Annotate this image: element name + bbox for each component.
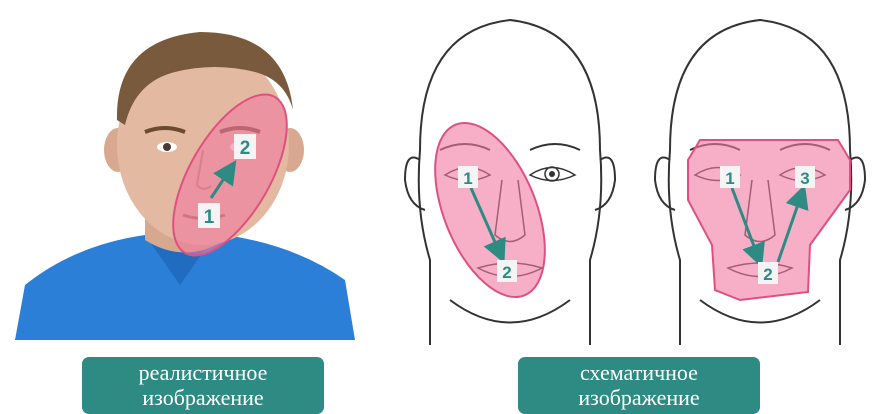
highlight-region (413, 107, 567, 312)
schematic-caption-line2: изображение (518, 385, 760, 410)
realistic-caption-line2: изображение (82, 385, 324, 410)
schematic-caption-line1: схематичное (518, 360, 760, 385)
marker-3: 3 (800, 169, 809, 188)
realistic-caption-line1: реалистичное (82, 360, 324, 385)
schematic-caption: схематичное изображение (518, 357, 760, 414)
realistic-caption: реалистичное изображение (82, 357, 324, 414)
realistic-photo: 1 2 (15, 10, 355, 350)
marker-2: 2 (240, 138, 251, 159)
marker-2: 2 (763, 265, 772, 284)
schematic-face-b: 1 2 3 (640, 0, 880, 350)
marker-1: 1 (725, 169, 734, 188)
marker-1: 1 (463, 169, 472, 188)
marker-2: 2 (502, 263, 511, 282)
schematic-face-a: 1 2 (390, 0, 630, 350)
marker-1: 1 (204, 207, 215, 228)
